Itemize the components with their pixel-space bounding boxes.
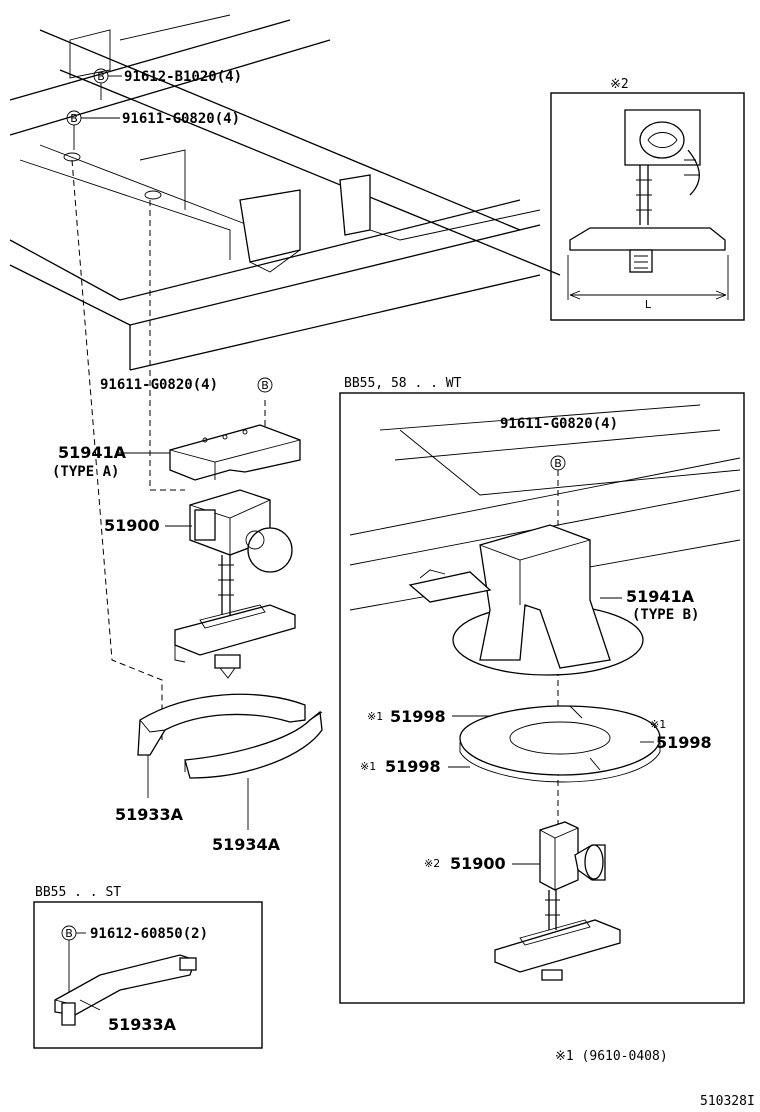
carrier-winch-wt-drawing [494, 821, 621, 981]
plate-mark-3: ※1 [360, 760, 376, 773]
detail-dimension-label: L [645, 298, 652, 311]
callout-51941a-text: 51941A [58, 443, 127, 462]
callout-51941a-type-text: (TYPE A) [52, 464, 119, 480]
bolt-marker-b: B [261, 379, 269, 392]
callout-51998-1: ※1 51998 [367, 707, 490, 726]
callout-51933a-st-text: 51933A [108, 1015, 177, 1034]
callout-51998-2: ※1 51998 [640, 718, 712, 752]
callout-51900-left-text: 51900 [104, 516, 160, 535]
bolt-marker-b: B [70, 112, 78, 125]
callout-51900-left: 51900 [104, 516, 192, 535]
cushion-51933a-51934a-drawing [137, 693, 323, 779]
callout-51900-wt-text: 51900 [450, 854, 506, 873]
callout-51934a-text: 51934A [212, 835, 281, 854]
figure-code: 510328I [700, 1094, 755, 1109]
callout-51900-wt: ※2 51900 [424, 854, 540, 873]
carrier-winch-left-drawing [189, 489, 293, 615]
callout-51933a-left-text: 51933A [115, 805, 184, 824]
footnote-1: ※1 (9610-0408) [555, 1049, 668, 1064]
callout-91611-g0820-left: 91611-G0820(4) B [100, 377, 273, 393]
callout-91611-g0820-wt: 91611-G0820(4) B [500, 416, 618, 471]
callout-91612-b1020: B 91612-B1020(4) [93, 68, 242, 100]
wt-inset-title: BB55, 58 . . WT [344, 376, 462, 391]
callout-51998-1-text: 51998 [390, 707, 446, 726]
callout-51998-3: ※1 51998 [360, 757, 470, 776]
vehicle-frame-drawing [9, 14, 561, 371]
callout-91612-b1020-text: 91612-B1020(4) [124, 69, 242, 85]
callout-51933a-left: 51933A [115, 755, 184, 824]
st-inset-box [33, 901, 263, 1049]
callout-91612-60850: B 91612-60850(2) [61, 925, 208, 995]
plate-mark-2: ※1 [650, 718, 666, 731]
callout-51941a-type-b-type-text: (TYPE B) [632, 607, 699, 623]
callout-91611-g0820-top: B 91611-G0820(4) [66, 110, 240, 150]
callout-91611-g0820-wt-text: 91611-G0820(4) [500, 416, 618, 432]
lift-plate-left-drawing [174, 604, 296, 679]
plates-51998-drawing [459, 705, 661, 783]
callout-51941a-type-b: 51941A (TYPE B) [600, 587, 699, 623]
callout-91612-60850-text: 91612-60850(2) [90, 926, 208, 942]
callout-91611-g0820-left-text: 91611-G0820(4) [100, 377, 218, 393]
callout-51933a-st: 51933A [79, 999, 177, 1034]
holder-type-b-drawing [408, 524, 644, 676]
detail-inset-box [550, 92, 745, 321]
callout-51934a: 51934A [212, 778, 281, 854]
bolt-marker-b: B [554, 457, 562, 470]
callout-51998-2-text: 51998 [656, 733, 712, 752]
callout-51941a-type-a: 51941A (TYPE A) [52, 443, 170, 480]
st-inset-title: BB55 . . ST [35, 885, 121, 900]
bolt-marker-b: B [65, 927, 73, 940]
callout-91611-g0820-top-text: 91611-G0820(4) [122, 111, 240, 127]
wt-inset-box [339, 392, 745, 1004]
plate-mark-1: ※1 [367, 710, 383, 723]
detail-inset-title: ※2 [610, 77, 629, 92]
carrier-wt-mark: ※2 [424, 857, 440, 870]
bolt-marker-b: B [97, 70, 105, 83]
leader-dash-mid [149, 200, 185, 491]
callout-51941a-type-b-text: 51941A [626, 587, 695, 606]
callout-51998-3-text: 51998 [385, 757, 441, 776]
cushion-51933a-st-drawing [54, 954, 197, 1026]
holder-type-a-drawing [169, 424, 301, 481]
detail-inset-drawing [567, 109, 729, 300]
